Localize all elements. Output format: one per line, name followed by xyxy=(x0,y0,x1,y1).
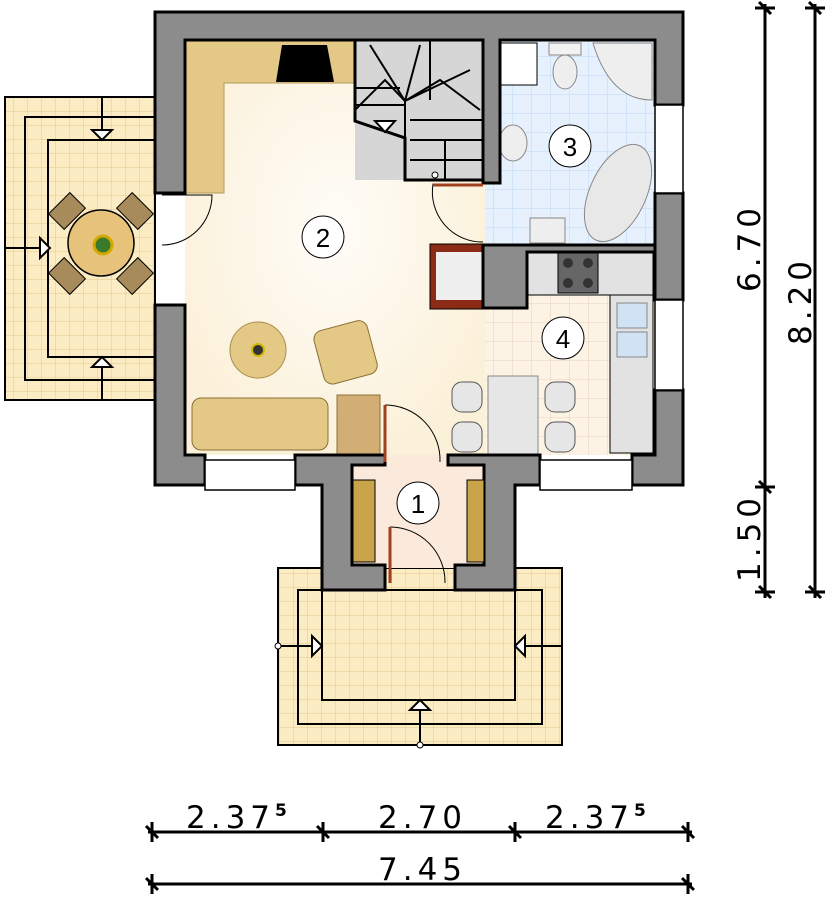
dim-right-main: 6.70 xyxy=(732,203,768,292)
front-porch xyxy=(274,567,563,749)
room-label-2: 2 xyxy=(301,215,345,259)
interior-door[interactable] xyxy=(384,404,441,463)
room-number: 2 xyxy=(316,223,330,253)
kitchen-fixtures xyxy=(429,243,654,456)
room-label-1: 1 xyxy=(396,481,440,525)
bathroom-door[interactable] xyxy=(431,183,484,243)
dim-right-porch: 1.50 xyxy=(732,493,768,582)
dim-bottom-3: 2.375 xyxy=(545,800,646,836)
window xyxy=(204,459,296,491)
dim-bottom-total: 7.45 xyxy=(378,852,467,888)
living-furniture xyxy=(191,320,381,456)
dim-bottom-1: 2.375 xyxy=(186,800,287,836)
terrace-door[interactable] xyxy=(161,194,213,246)
dim-bottom-2: 2.70 xyxy=(378,800,467,836)
room-number: 3 xyxy=(563,132,577,162)
staircase xyxy=(353,40,487,182)
bathroom-fixtures xyxy=(498,42,653,244)
window xyxy=(654,104,684,194)
windows xyxy=(204,104,684,491)
room-label-4: 4 xyxy=(541,316,585,360)
right-dimensions xyxy=(755,0,825,600)
room-number: 4 xyxy=(556,324,570,354)
dim-right-total: 8.20 xyxy=(783,256,819,345)
window xyxy=(654,299,684,391)
bottom-dimensions xyxy=(144,822,696,894)
entrance-door[interactable] xyxy=(389,526,446,584)
window xyxy=(539,459,633,491)
left-terrace xyxy=(4,96,156,401)
doors xyxy=(161,183,484,584)
room-number: 1 xyxy=(411,489,425,519)
terrace-table xyxy=(47,191,155,296)
room-label-3: 3 xyxy=(548,124,592,168)
